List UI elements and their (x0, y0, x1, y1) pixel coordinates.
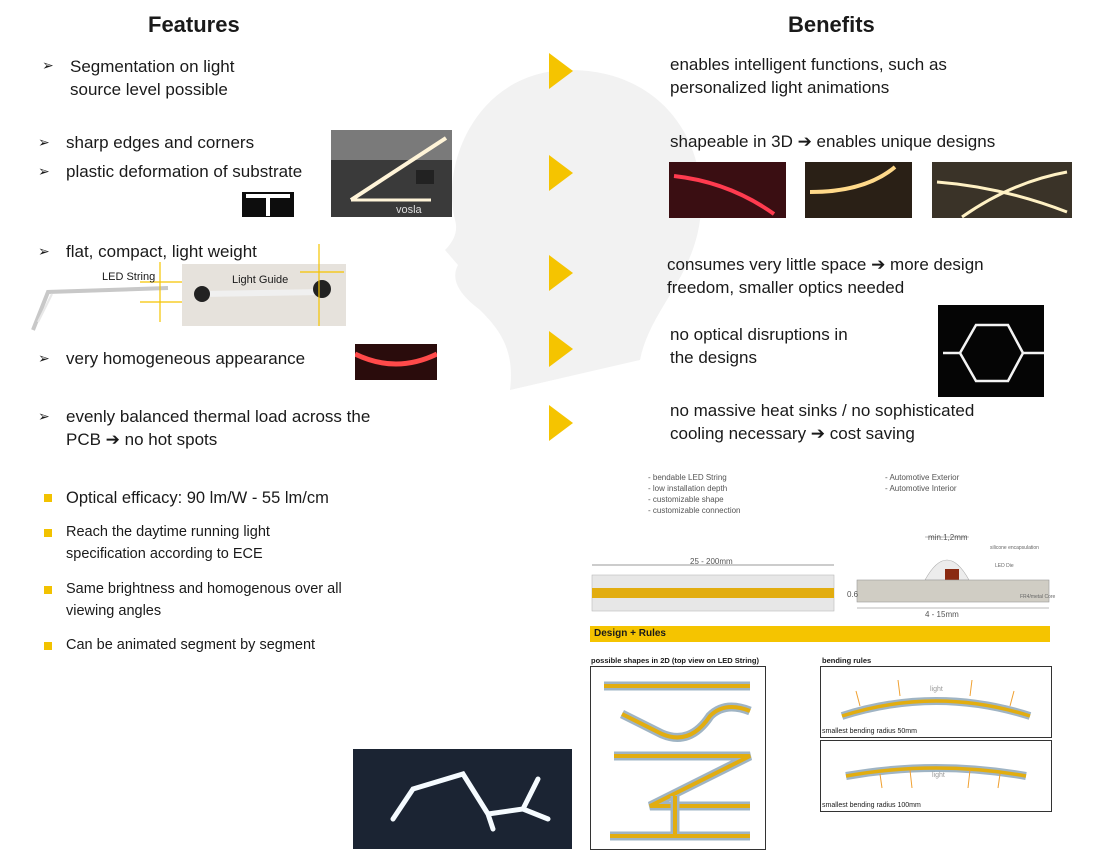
dimension-length-label: 25 - 200mm (690, 557, 733, 566)
encapsulation-label: silicone encapsulation (990, 545, 1039, 551)
square-bullet-icon (44, 494, 52, 502)
led-string-diagram (31, 262, 186, 331)
possible-shapes-panel (590, 666, 766, 850)
red-3d-shape-photo (669, 162, 786, 218)
light-label: light (932, 772, 945, 779)
dimension-height-label: min.1,2mm (928, 533, 968, 542)
vosla-watermark: vosla (396, 204, 422, 216)
t-junction-photo (242, 192, 294, 217)
triangle-arrow-icon (549, 331, 573, 367)
feature-item: evenly balanced thermal load across the … (66, 407, 371, 449)
cross-3d-shape-photo (932, 162, 1072, 218)
spec-item: Same brightness and homogenous over all … (66, 581, 342, 619)
datasheet-list-item: - Automotive Exterior (885, 473, 960, 482)
light-guide-label: Light Guide (232, 274, 289, 286)
zigzag-light-photo (353, 749, 572, 849)
dimension-thickness-label: 0.6 (847, 590, 859, 599)
spec-item: Can be animated segment by segment (66, 637, 316, 653)
design-rules-title: Design + Rules (594, 628, 666, 639)
benefit-item: enables intelligent functions, such as p… (670, 55, 947, 97)
dimension-width-label: 4 - 15mm (925, 610, 959, 619)
benefit-item: consumes very little space ➔ more design… (667, 255, 984, 297)
edge-corner-photo (331, 130, 452, 217)
feature-item: Segmentation on light source level possi… (70, 57, 235, 99)
arrow-bullet-icon: ➢ (38, 243, 50, 259)
light-label: light (930, 686, 943, 693)
feature-item: plastic deformation of substrate (66, 162, 303, 181)
spec-item: Reach the daytime running light specific… (66, 524, 270, 562)
bending-title: bending rules (822, 656, 872, 665)
cross-section-drawing (856, 536, 1050, 609)
bending-rule-panel-50 (820, 666, 1052, 738)
led-string-label: LED String (102, 271, 156, 283)
feature-item: sharp edges and corners (66, 133, 255, 152)
benefit-item: no optical disruptions in the designs (670, 325, 848, 367)
arrow-bullet-icon: ➢ (38, 350, 50, 366)
benefit-item: shapeable in 3D ➔ enables unique designs (670, 132, 996, 151)
benefits-heading: Benefits (788, 12, 875, 37)
shapes-title: possible shapes in 2D (top view on LED S… (591, 656, 759, 665)
arrow-bullet-icon: ➢ (42, 57, 54, 73)
arrow-bullet-icon: ➢ (38, 163, 50, 179)
bending-radius-50-label: smallest bending radius 50mm (822, 728, 917, 735)
feature-item: flat, compact, light weight (66, 242, 257, 261)
datasheet-list-item: - Automotive Interior (885, 484, 957, 493)
arrow-bullet-icon: ➢ (38, 134, 50, 150)
features-heading: Features (148, 12, 240, 37)
square-bullet-icon (44, 642, 52, 650)
triangle-arrow-icon (549, 155, 573, 191)
hexagon-light-photo (938, 305, 1044, 397)
warm-3d-shape-photo (805, 162, 912, 218)
background-head-silhouette (445, 70, 702, 390)
feature-item: very homogeneous appearance (66, 349, 306, 368)
datasheet-feature-list: - bendable LED String - low installation… (648, 472, 741, 516)
triangle-arrow-icon (549, 53, 573, 89)
red-homogeneous-photo (355, 344, 437, 380)
triangle-arrow-icon (549, 405, 573, 441)
square-bullet-icon (44, 529, 52, 537)
datasheet-list-item: - customizable connection (648, 506, 741, 515)
spec-item: Optical efficacy: 90 lm/W - 55 lm/cm (66, 489, 329, 507)
datasheet-list-item: - low installation depth (648, 484, 728, 493)
benefit-item: no massive heat sinks / no sophisticated… (670, 401, 975, 443)
strip-dimension-drawing (591, 564, 835, 612)
datasheet-list-item: - bendable LED String (648, 473, 727, 482)
led-die-label: LED Die (995, 563, 1014, 569)
design-rules-bar: Design + Rules (590, 626, 1050, 642)
bending-radius-100-label: smallest bending radius 100mm (822, 802, 921, 809)
datasheet-list-item: - customizable shape (648, 495, 724, 504)
light-guide-photo (182, 244, 346, 326)
datasheet-application-list: - Automotive Exterior - Automotive Inter… (885, 472, 959, 494)
triangle-arrow-icon (549, 255, 573, 291)
square-bullet-icon (44, 586, 52, 594)
arrow-bullet-icon: ➢ (38, 408, 50, 424)
bending-rule-panel-100 (820, 740, 1052, 812)
substrate-label: FR4/metal Core (1020, 594, 1056, 600)
